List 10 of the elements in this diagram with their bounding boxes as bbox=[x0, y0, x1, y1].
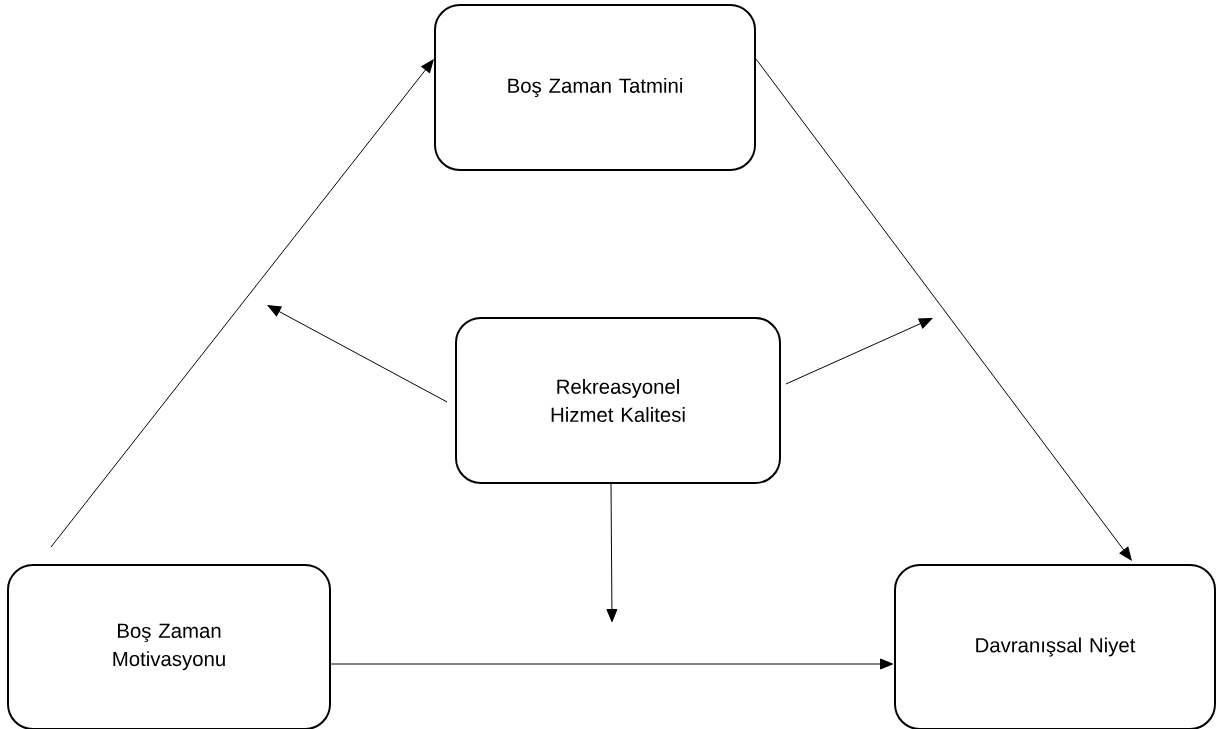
process-box: Boş Zaman Tatmini bbox=[434, 4, 756, 171]
process-box: Rekreasyonel Hizmet Kalitesi bbox=[455, 316, 781, 484]
process-box: Davranışsal Niyet bbox=[894, 564, 1216, 729]
arrow bbox=[606, 483, 618, 623]
arrow bbox=[330, 658, 894, 670]
arrow bbox=[50, 59, 434, 548]
arrow bbox=[755, 58, 1132, 561]
process-box: Boş Zaman Motivasyonu bbox=[7, 564, 331, 729]
arrow bbox=[267, 305, 448, 403]
arrow bbox=[785, 318, 933, 385]
